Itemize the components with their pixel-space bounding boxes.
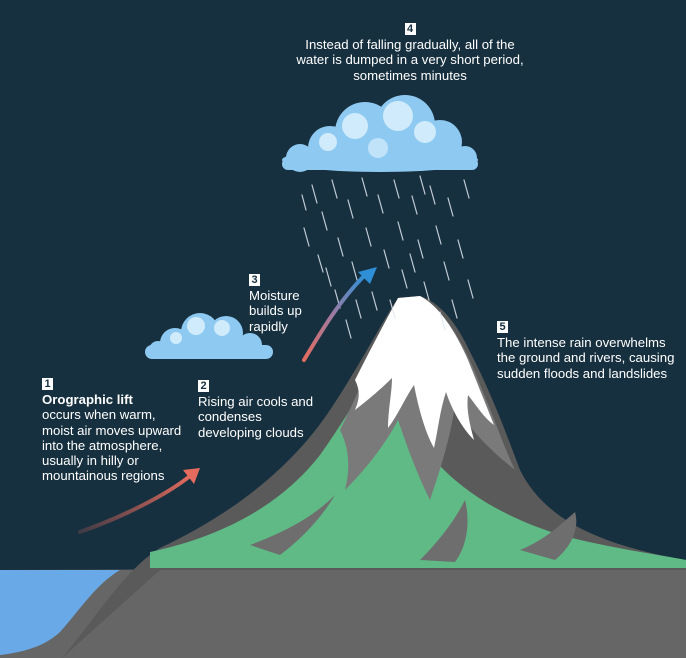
step-4: 4 Instead of falling gradually, all of t…: [290, 20, 530, 83]
step-1: 1 Orographic lift occurs when warm, mois…: [42, 375, 182, 484]
step-number-2: 2: [198, 380, 209, 392]
mountain-icon: [62, 296, 686, 658]
step-number-5: 5: [497, 321, 508, 333]
step-3: 3 Moisture builds up rapidly: [249, 271, 329, 334]
sea-water: [0, 570, 120, 655]
step-number-3: 3: [249, 274, 260, 286]
rising-moisture-arrow-icon: [302, 267, 377, 362]
small-cloud-icon: [145, 313, 273, 359]
step-title-1: Orographic lift: [42, 392, 133, 407]
step-text-5: The intense rain overwhelms the ground a…: [497, 335, 675, 381]
snow-cap: [355, 296, 494, 448]
step-5: 5 The intense rain overwhelms the ground…: [497, 318, 682, 381]
step-number-1: 1: [42, 378, 53, 390]
step-number-4: 4: [404, 23, 416, 35]
step-text-2: Rising air cools and condenses developin…: [198, 394, 314, 440]
step-text-4: Instead of falling gradually, all of the…: [296, 37, 524, 83]
rain-icon: [301, 175, 474, 339]
step-text-3: Moisture builds up rapidly: [249, 288, 302, 334]
ground: [0, 568, 686, 658]
warm-air-arrow-icon: [78, 468, 200, 534]
step-2: 2 Rising air cools and condenses develop…: [198, 377, 318, 440]
step-text-1: occurs when warm, moist air moves upward…: [42, 407, 182, 484]
mountain-rock-ridges: [250, 495, 577, 562]
rain-cloud-icon: [282, 95, 478, 172]
